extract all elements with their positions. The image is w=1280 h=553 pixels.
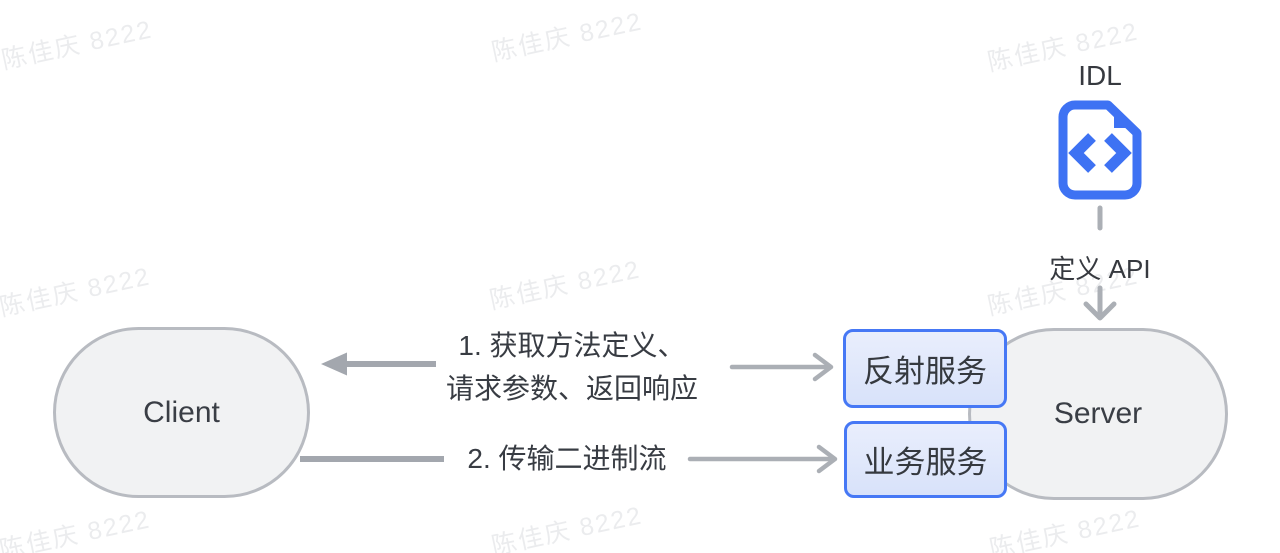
flow1-label-line1: 1. 获取方法定义、 — [458, 330, 686, 361]
reflection-service-box: 反射服务 — [843, 329, 1007, 408]
server-node-label: Server — [1053, 397, 1143, 430]
define-api-arrowhead-down-icon — [1083, 301, 1117, 321]
client-node: Client — [53, 327, 310, 498]
client-node-label: Client — [143, 395, 220, 429]
flow1-arrowhead-right-icon — [812, 352, 834, 382]
business-service-label: 业务服务 — [863, 445, 988, 480]
flow2-arrowhead-right-icon — [816, 444, 838, 474]
define-api-label: 定义 API — [1049, 254, 1151, 284]
idl-title: IDL — [1078, 60, 1122, 91]
flow1-label-line2: 请求参数、返回响应 — [445, 373, 698, 404]
reflection-service-label: 反射服务 — [863, 354, 987, 389]
flow1-arrowhead-left-icon — [321, 352, 347, 376]
flow1-label: 1. 获取方法定义、 请求参数、返回响应 — [402, 324, 742, 410]
server-node: Server — [968, 328, 1228, 500]
code-file-icon — [1058, 100, 1142, 205]
business-service-box: 业务服务 — [844, 421, 1007, 498]
flow2-label: 2. 传输二进制流 — [467, 443, 667, 474]
